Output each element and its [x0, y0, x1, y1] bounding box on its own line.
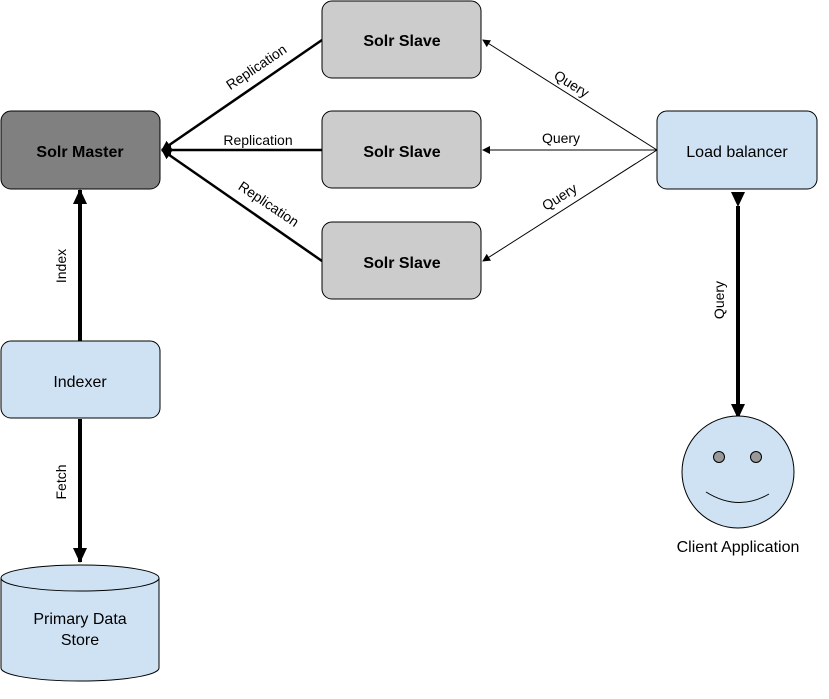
- client-application-label: Client Application: [677, 539, 800, 556]
- primary-data-store-label-line2: Store: [61, 632, 99, 649]
- replication-label-bot: Replication: [236, 178, 302, 230]
- query-label-bot: Query: [539, 180, 580, 214]
- solr-slave-node-bot: Solr Slave: [321, 221, 482, 300]
- load-balancer-label: Load balancer: [686, 144, 788, 161]
- query-label-mid: Query: [542, 130, 580, 146]
- load-balancer-node: Load balancer: [656, 110, 818, 190]
- indexer-node: Indexer: [0, 340, 161, 419]
- smiley-face-icon: [681, 415, 795, 529]
- smiley-left-eye: [713, 451, 725, 463]
- indexer-label: Indexer: [53, 374, 107, 391]
- client-application-node: Client Application: [677, 415, 800, 556]
- smiley-right-eye: [750, 451, 762, 463]
- query-arrow-top: [482, 39, 658, 151]
- replication-arrow-bot: [161, 148, 323, 263]
- query-arrow-bot: [482, 149, 658, 262]
- primary-data-store-node: Primary Data Store: [0, 564, 160, 682]
- index-label: Index: [53, 249, 69, 283]
- solr-master-node: Solr Master: [0, 110, 161, 190]
- solr-slave-label-bot: Solr Slave: [363, 255, 440, 272]
- solr-master-label: Solr Master: [36, 144, 123, 161]
- solr-slave-label-top: Solr Slave: [363, 33, 440, 50]
- solr-slave-node-top: Solr Slave: [321, 0, 482, 79]
- smiley-mouth: [705, 491, 770, 503]
- primary-data-store-label-line1: Primary Data: [33, 611, 126, 628]
- fetch-label: Fetch: [53, 464, 69, 499]
- replication-arrow-top: [161, 38, 323, 152]
- solr-slave-label-mid: Solr Slave: [363, 144, 440, 161]
- solr-slave-node-mid: Solr Slave: [321, 110, 482, 189]
- query-label-client: Query: [711, 281, 727, 319]
- replication-label-mid: Replication: [223, 132, 292, 148]
